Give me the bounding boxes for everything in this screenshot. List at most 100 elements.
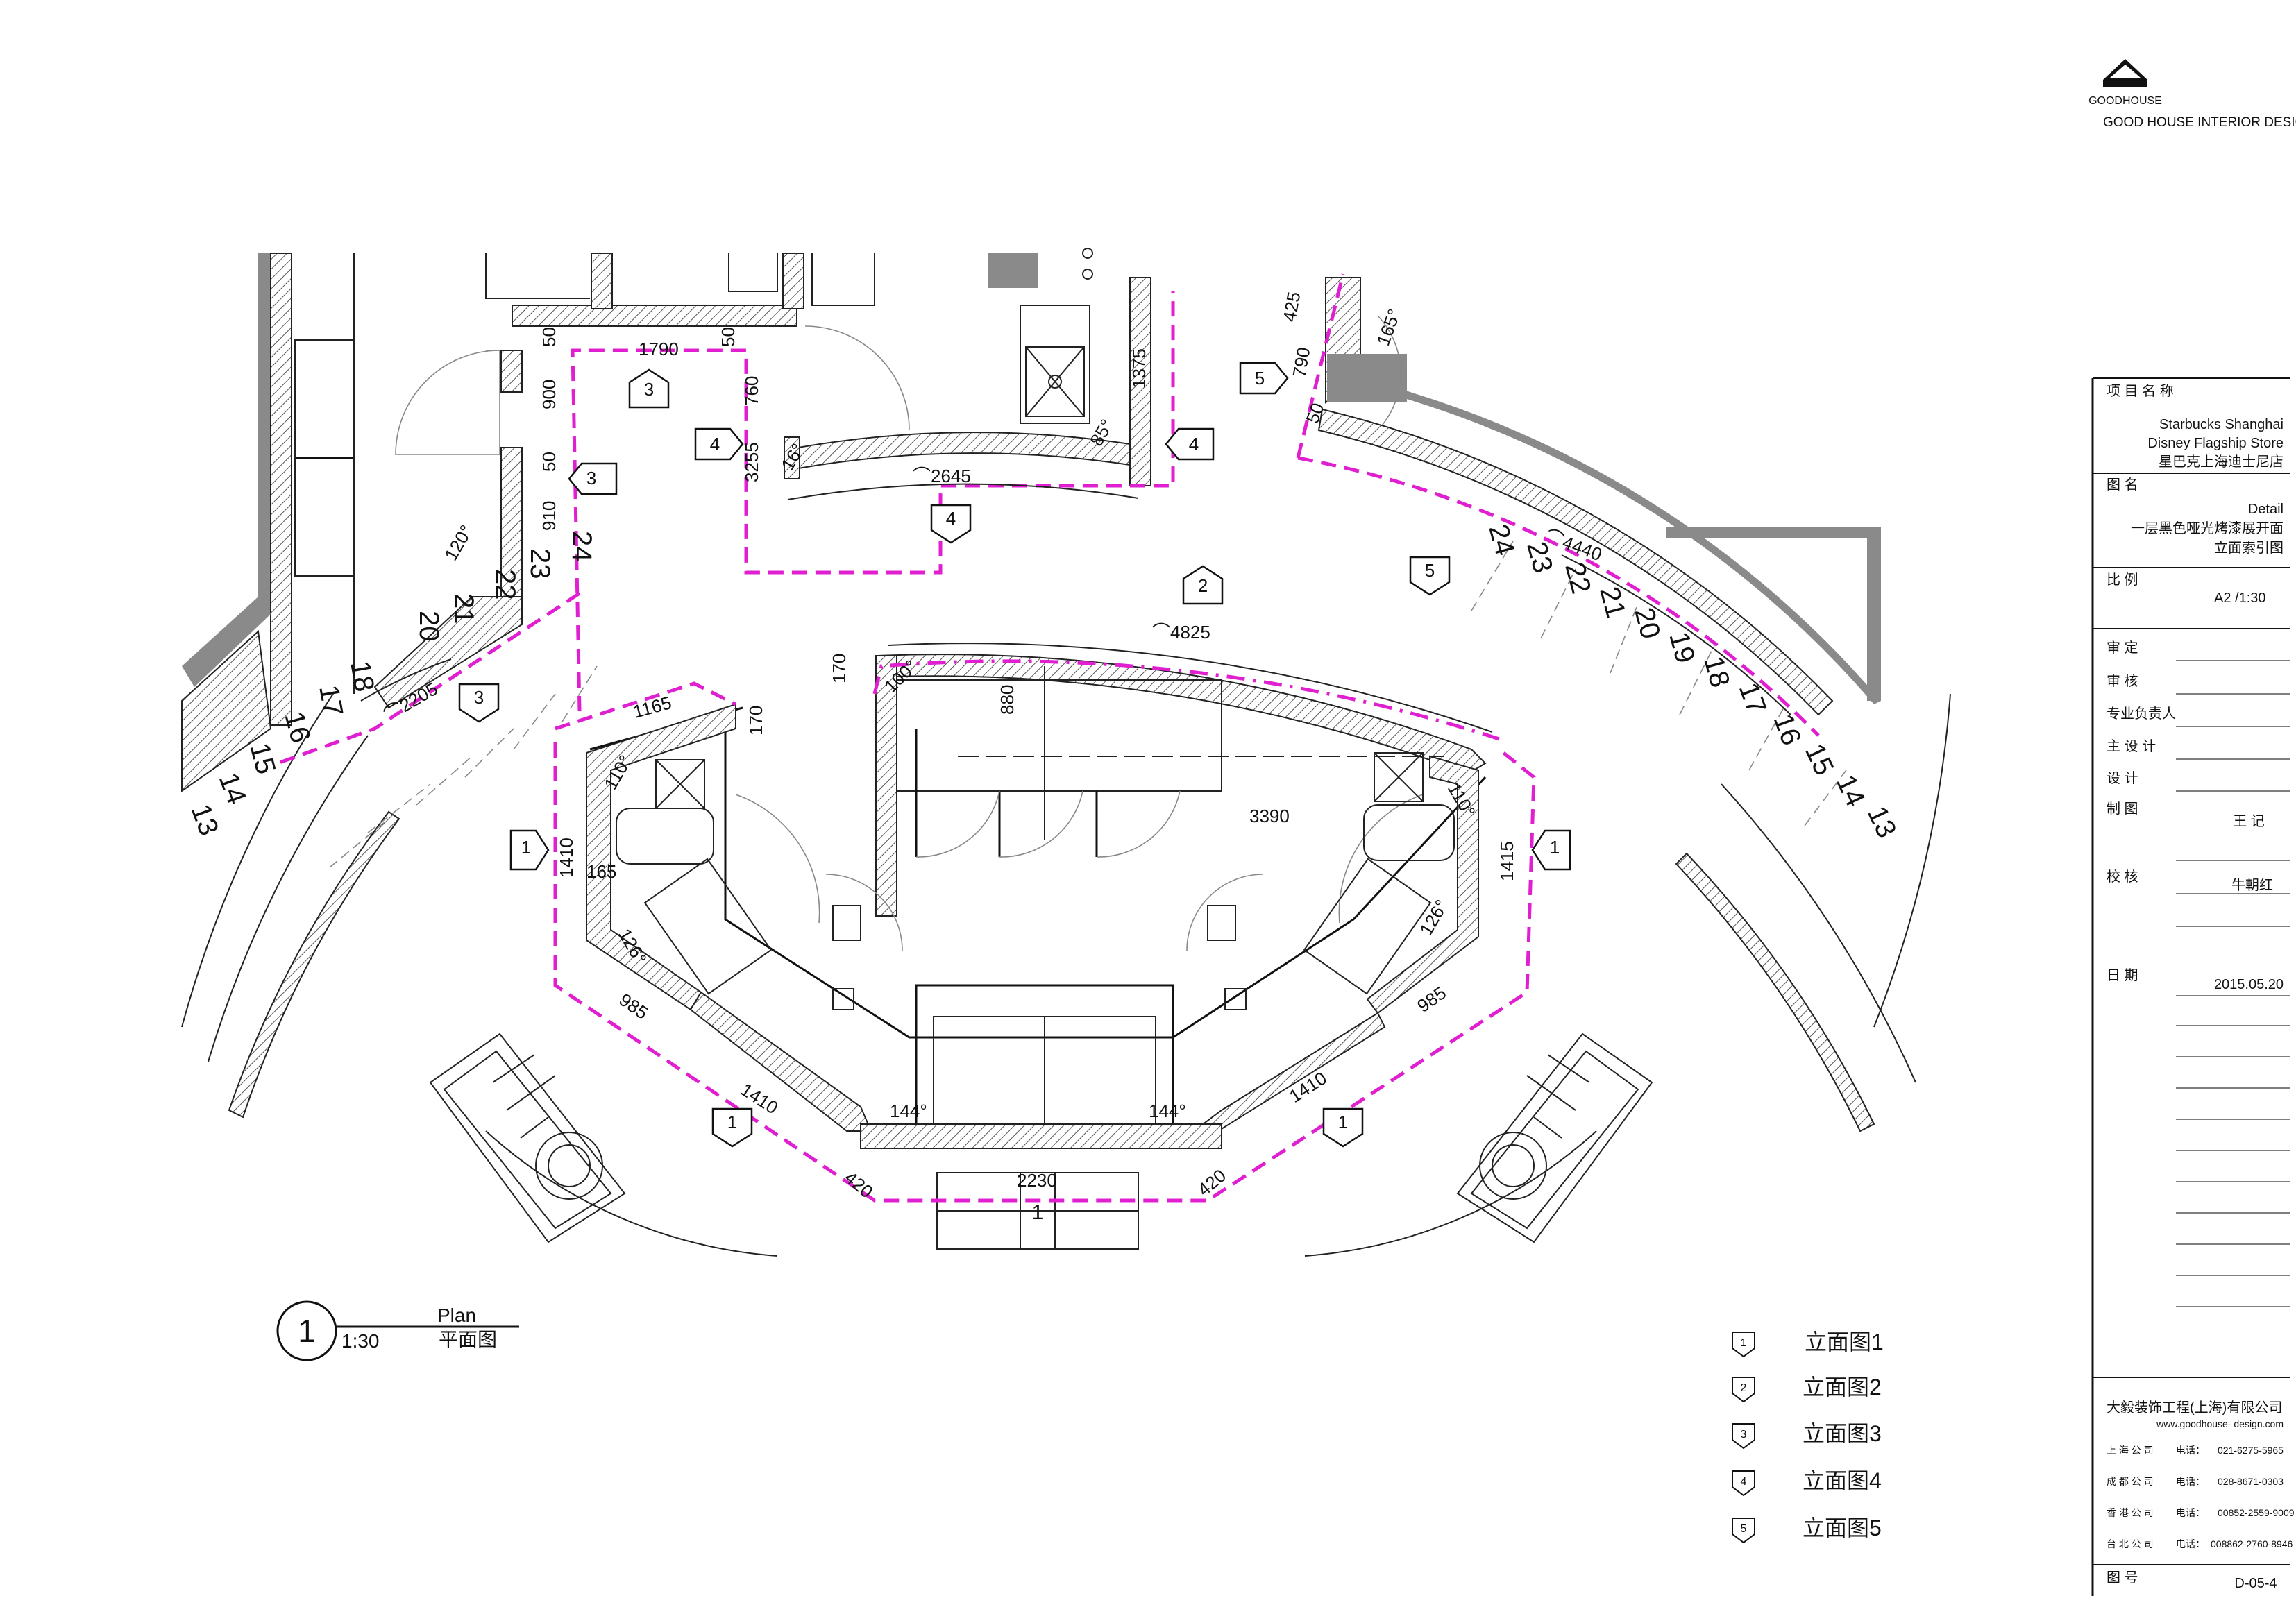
scale-value: A2 /1:30 — [2214, 590, 2266, 606]
svg-text:5: 5 — [1425, 560, 1435, 581]
dim-2645: ⌒2645 — [913, 466, 971, 486]
legend-item: 2 立面图2 — [1732, 1375, 1882, 1403]
bay-number: 14 — [1830, 770, 1871, 811]
dim-3390: 3390 — [1249, 806, 1290, 826]
svg-text:3: 3 — [1741, 1429, 1747, 1441]
svg-text:立面索引图: 立面索引图 — [2214, 540, 2284, 556]
brand-name: GOOD HOUSE INTERIOR DESIGN — [2103, 115, 2296, 130]
svg-text:Starbucks Shanghai: Starbucks Shanghai — [2159, 417, 2284, 432]
svg-text:Detail: Detail — [2248, 502, 2284, 517]
dim-910: 910 — [539, 501, 559, 531]
dim-1790: 1790 — [639, 339, 679, 359]
left-rack — [294, 339, 355, 577]
central-island — [589, 654, 1487, 1039]
svg-text:4: 4 — [1189, 434, 1199, 454]
elevation-boundaries — [277, 273, 1820, 1203]
elevation-marker: 3 — [458, 683, 500, 723]
bay-number: 22 — [490, 569, 521, 600]
elevation-marker: 1 — [711, 1107, 753, 1148]
brand-logo: GOODHOUSE GOOD HOUSE INTERIOR DESIGN — [2088, 59, 2296, 130]
dim-790: 790 — [1288, 346, 1314, 379]
svg-text:台 北 公 司: 台 北 公 司 — [2107, 1538, 2154, 1549]
svg-text:一层黑色哑光烤漆展开面: 一层黑色哑光烤漆展开面 — [2131, 520, 2284, 536]
bay-number: 15 — [1799, 739, 1840, 780]
dim-1410-a: 1410 — [556, 838, 577, 878]
svg-text:1: 1 — [1550, 837, 1560, 858]
svg-text:1: 1 — [1741, 1337, 1747, 1349]
dim-3255: 3255 — [741, 442, 762, 482]
review-label: 审 核 — [2107, 673, 2138, 689]
svg-text:5: 5 — [1255, 368, 1265, 389]
lead-label: 专业负责人 — [2107, 706, 2176, 722]
dim-900: 900 — [539, 380, 559, 409]
design-label: 设 计 — [2107, 770, 2138, 786]
dim-165: 165 — [586, 861, 616, 882]
svg-text:1: 1 — [727, 1112, 737, 1132]
dim-165deg: 165° — [1372, 306, 1405, 348]
elevation-marker: 3 — [628, 368, 670, 409]
dim-420-b: 420 — [1194, 1165, 1231, 1200]
bay-number: 13 — [185, 800, 225, 840]
date-value: 2015.05.20 — [2214, 977, 2284, 992]
dim-16deg: 16° — [777, 440, 809, 474]
dim-760: 760 — [741, 376, 762, 406]
dim-425: 425 — [1278, 290, 1304, 323]
draft-label: 制 图 — [2107, 801, 2138, 817]
svg-text:2: 2 — [1741, 1382, 1747, 1394]
draft-value: 王 记 — [2233, 813, 2265, 829]
svg-text:上 海 公 司: 上 海 公 司 — [2107, 1445, 2154, 1456]
svg-text:5: 5 — [1741, 1523, 1747, 1535]
elevation-legend: 1 立面图1 2 立面图2 3 立面图3 4 立面图4 5 立面图5 — [1732, 1329, 1884, 1544]
bay-number: 21 — [448, 593, 479, 624]
plan-name-cn: 平面图 — [439, 1329, 497, 1350]
dim-4825: ⌒4825 — [1152, 622, 1210, 643]
drawing-no: D-05-4 — [2234, 1576, 2277, 1591]
bay-number: 24 — [1483, 521, 1520, 559]
bay-number: 24 — [566, 531, 597, 562]
svg-text:立面图4: 立面图4 — [1803, 1468, 1882, 1493]
legend-item: 1 立面图1 — [1732, 1329, 1884, 1358]
elevation-marker: 4 — [1165, 427, 1215, 461]
svg-text:4: 4 — [1741, 1476, 1747, 1488]
svg-text:电话：: 电话： — [2176, 1538, 2205, 1549]
drawing-no-label: 图 号 — [2107, 1570, 2138, 1586]
bay-number: 18 — [1698, 653, 1735, 690]
plan-number: 1 — [298, 1313, 316, 1349]
dim-50-b: 50 — [718, 327, 738, 347]
svg-text:立面图2: 立面图2 — [1803, 1375, 1882, 1400]
legend-item: 4 立面图4 — [1732, 1468, 1882, 1497]
company-name: 大毅装饰工程(上海)有限公司 — [2107, 1400, 2282, 1416]
elevation-marker: 1 — [509, 829, 550, 871]
title-block: 项 目 名 称 Starbucks Shanghai Disney Flagsh… — [2091, 377, 2295, 1596]
dim-2230: 2230 — [1017, 1170, 1057, 1191]
bay-number: 17 — [313, 683, 348, 718]
approve-label: 审 定 — [2107, 640, 2138, 656]
dim-170-a: 170 — [745, 706, 766, 736]
svg-text:香 港 公 司: 香 港 公 司 — [2107, 1507, 2154, 1518]
bay-numbers-left: 24 23 22 21 20 18 17 16 15 14 13 — [185, 531, 597, 840]
svg-text:立面图1: 立面图1 — [1805, 1329, 1884, 1354]
svg-text:1: 1 — [521, 837, 531, 858]
elevation-marker: 5 — [1409, 556, 1451, 596]
plan-name-en: Plan — [437, 1305, 476, 1326]
dim-50-c: 50 — [539, 452, 559, 472]
svg-text:1: 1 — [1338, 1112, 1348, 1132]
bay-number: 14 — [213, 769, 253, 808]
svg-text:2: 2 — [1198, 575, 1208, 596]
dim-170-b: 170 — [829, 654, 850, 683]
bay-number: 23 — [525, 548, 555, 579]
elevation-marker: 5 — [1239, 362, 1289, 395]
dim-1415: 1415 — [1496, 841, 1517, 881]
elevation-marker: 1 — [1531, 829, 1571, 871]
svg-text:电话：: 电话： — [2176, 1476, 2205, 1487]
svg-text:3: 3 — [474, 687, 484, 708]
svg-text:4: 4 — [710, 434, 720, 454]
bay-number: 20 — [1628, 604, 1666, 642]
svg-text:3: 3 — [644, 379, 654, 400]
date-label: 日 期 — [2107, 968, 2138, 983]
bay-lines-right — [1471, 541, 1847, 826]
dim-50-a: 50 — [539, 327, 559, 347]
svg-text:电话：: 电话： — [2176, 1507, 2205, 1518]
elevation-marker: 4 — [694, 427, 744, 461]
svg-text:3: 3 — [586, 468, 596, 488]
